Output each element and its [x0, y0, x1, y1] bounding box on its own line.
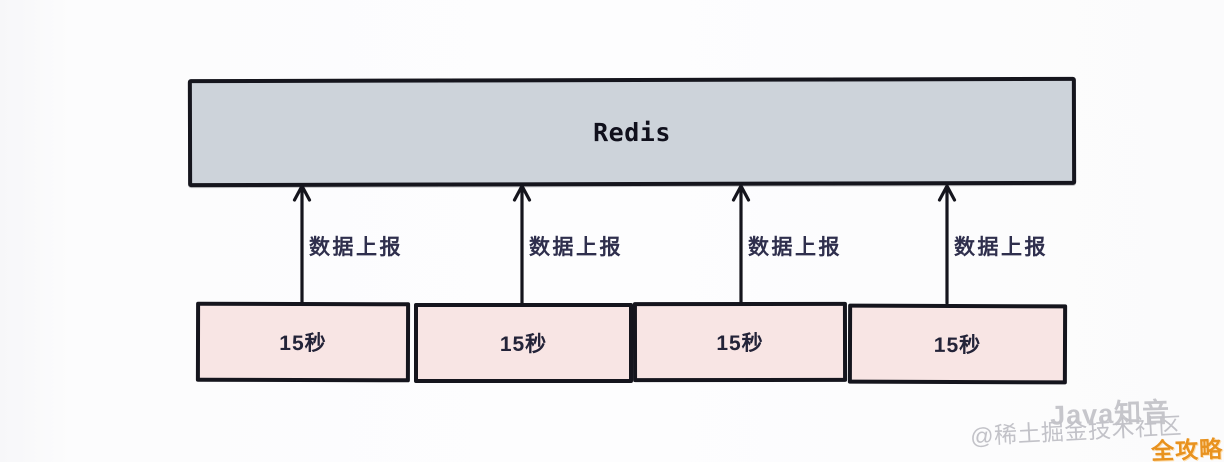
- arrow-label-data-report: 数据上报: [748, 236, 842, 259]
- up-arrow: [730, 183, 752, 305]
- interval-box-label: 15秒: [716, 331, 764, 356]
- interval-box-15s: 15秒: [847, 303, 1068, 385]
- interval-box-label: 15秒: [499, 333, 548, 356]
- redis-box: Redis: [187, 76, 1077, 188]
- arrow-label-data-report: 数据上报: [309, 236, 403, 259]
- interval-box-label: 15秒: [279, 331, 327, 356]
- up-arrow: [291, 183, 313, 305]
- interval-box-15s: 15秒: [414, 303, 633, 383]
- interval-box-label: 15秒: [933, 333, 982, 358]
- arrow-label-data-report: 数据上报: [529, 236, 623, 259]
- arrow-label-data-report: 数据上报: [954, 236, 1048, 259]
- interval-box-15s: 15秒: [632, 301, 848, 383]
- up-arrow: [936, 183, 958, 305]
- watermark-quangonglue-badge: 全攻略: [1150, 435, 1224, 462]
- up-arrow: [511, 183, 533, 305]
- interval-box-15s: 15秒: [195, 301, 411, 383]
- redis-box-label: Redis: [593, 117, 671, 147]
